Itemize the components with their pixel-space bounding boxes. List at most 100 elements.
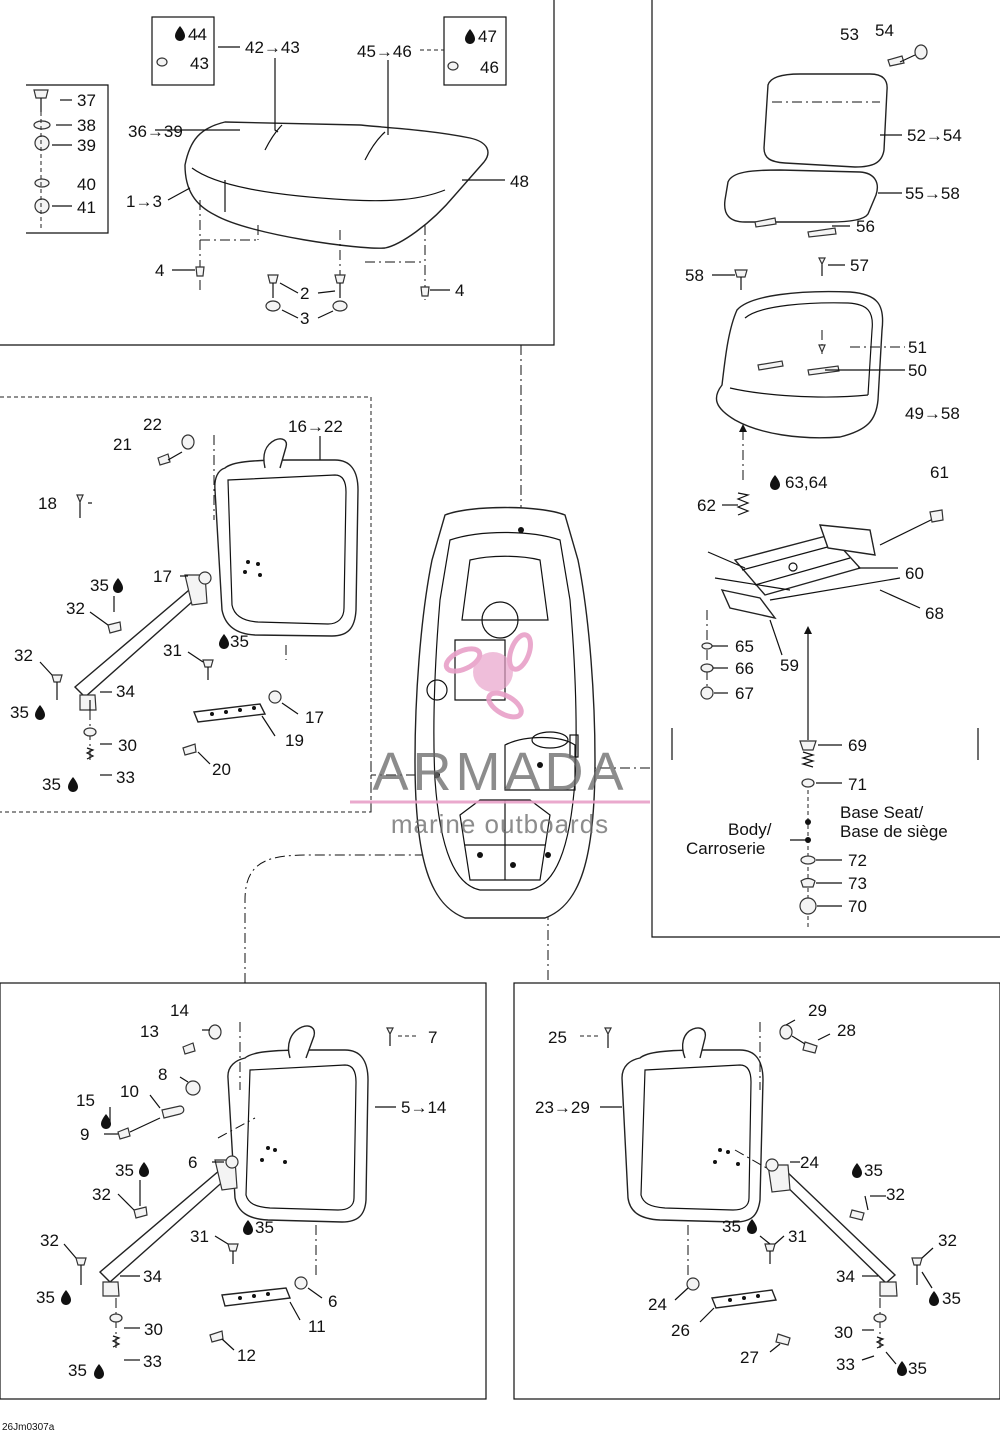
callout-39: 39 [77, 136, 96, 155]
callout-35-j: 35 [722, 1217, 741, 1236]
callout-4-left: 4 [155, 261, 164, 280]
bottom-right-backrest-group [580, 1019, 934, 1365]
callout-47: 47 [478, 27, 497, 46]
watermark: ARMADA marine outboards [350, 632, 650, 839]
callout-46: 46 [480, 58, 499, 77]
callout-31-a: 31 [163, 641, 182, 660]
callout-21: 21 [113, 435, 132, 454]
callout-32-e: 32 [886, 1185, 905, 1204]
callout-70: 70 [848, 897, 867, 916]
callout-56: 56 [856, 217, 875, 236]
callout-15: 15 [76, 1091, 95, 1110]
callout-37: 37 [77, 91, 96, 110]
callout-36-39: 36→39 [128, 122, 183, 141]
callout-33-a: 33 [116, 768, 135, 787]
callout-35-i: 35 [864, 1161, 883, 1180]
callout-54: 54 [875, 21, 894, 40]
callout-11: 11 [308, 1317, 326, 1336]
callout-20: 20 [212, 760, 231, 779]
callout-43: 43 [190, 54, 209, 73]
callout-32-c: 32 [92, 1185, 111, 1204]
label-base-seat-fr: Base de siège [840, 822, 948, 841]
callout-23-29: 23→29 [535, 1098, 590, 1117]
callout-8: 8 [158, 1065, 167, 1084]
callout-35-f: 35 [255, 1218, 274, 1237]
callout-68: 68 [925, 604, 944, 623]
callout-19: 19 [285, 731, 304, 750]
callout-6-b: 6 [328, 1292, 337, 1311]
callout-61: 61 [930, 463, 949, 482]
callout-49-58: 49→58 [905, 404, 960, 423]
callout-52-54: 52→54 [907, 126, 962, 145]
callout-13: 13 [140, 1022, 159, 1041]
callout-35-e: 35 [115, 1161, 134, 1180]
callout-69: 69 [848, 736, 867, 755]
callout-17-a: 17 [153, 567, 172, 586]
callout-35-l: 35 [908, 1359, 927, 1378]
callout-44: 44 [188, 25, 207, 44]
callout-26: 26 [671, 1321, 690, 1340]
label-body-fr: Carroserie [686, 839, 765, 858]
callout-14: 14 [170, 1001, 189, 1020]
callout-62: 62 [697, 496, 716, 515]
callout-34-b: 34 [143, 1267, 162, 1286]
callout-30-b: 30 [144, 1320, 163, 1339]
callout-24-a: 24 [800, 1153, 819, 1172]
callout-12: 12 [237, 1346, 256, 1365]
callout-24-b: 24 [648, 1295, 667, 1314]
callout-33-b: 33 [143, 1352, 162, 1371]
callout-73: 73 [848, 874, 867, 893]
callout-3: 3 [300, 309, 309, 328]
callout-58: 58 [685, 266, 704, 285]
callout-25: 25 [548, 1028, 567, 1047]
callout-51: 51 [908, 338, 927, 357]
callout-4-right: 4 [455, 281, 464, 300]
callout-32-d: 32 [40, 1231, 59, 1250]
callout-55-58: 55→58 [905, 184, 960, 203]
callout-35-b: 35 [230, 632, 249, 651]
bottom-left-backrest-group [63, 1022, 416, 1361]
callout-18: 18 [38, 494, 57, 513]
callout-9: 9 [80, 1125, 89, 1144]
callout-1-3: 1→3 [126, 192, 162, 211]
callout-67: 67 [735, 684, 754, 703]
callout-63-64: 63,64 [785, 473, 828, 492]
callout-10: 10 [120, 1082, 139, 1101]
callout-35-d: 35 [42, 775, 61, 794]
bucket-seat-group [671, 44, 979, 930]
callout-32-b: 32 [14, 646, 33, 665]
callout-32-a: 32 [66, 599, 85, 618]
callout-31-b: 31 [190, 1227, 209, 1246]
label-base-seat-en: Base Seat/ [840, 803, 923, 822]
callout-48: 48 [510, 172, 529, 191]
propeller-logo [443, 632, 533, 720]
callout-72: 72 [848, 851, 867, 870]
callout-59: 59 [780, 656, 799, 675]
callout-labels: 44 43 42→43 45→46 47 46 37 38 39 40 41 3… [2, 21, 962, 1433]
callout-42-43: 42→43 [245, 38, 300, 57]
callout-30-c: 30 [834, 1323, 853, 1342]
callout-35-g: 35 [36, 1288, 55, 1307]
callout-41: 41 [77, 198, 96, 217]
label-body-en: Body/ [728, 820, 772, 839]
callout-35-h: 35 [68, 1361, 87, 1380]
callout-40: 40 [77, 175, 96, 194]
callout-7: 7 [428, 1028, 437, 1047]
callout-45-46: 45→46 [357, 42, 412, 61]
callout-34-a: 34 [116, 682, 135, 701]
callout-35-c: 35 [10, 703, 29, 722]
callout-71: 71 [848, 775, 867, 794]
callout-32-f: 32 [938, 1231, 957, 1250]
callout-5-14: 5→14 [401, 1098, 446, 1117]
callout-53: 53 [840, 25, 859, 44]
callout-60: 60 [905, 564, 924, 583]
callout-66: 66 [735, 659, 754, 678]
callout-57: 57 [850, 256, 869, 275]
callout-28: 28 [837, 1021, 856, 1040]
left-backrest-group [39, 434, 359, 776]
callout-6-a: 6 [188, 1153, 197, 1172]
callout-50: 50 [908, 361, 927, 380]
callout-31-c: 31 [788, 1227, 807, 1246]
watermark-title: ARMADA [372, 742, 627, 802]
